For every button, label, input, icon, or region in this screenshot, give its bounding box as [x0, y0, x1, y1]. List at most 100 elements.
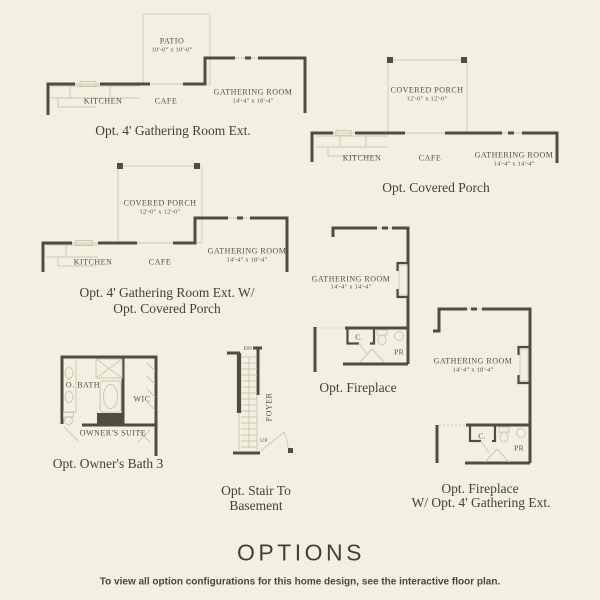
- room-label-cafe: CAFE: [148, 257, 172, 267]
- sink: [394, 331, 404, 341]
- kitchen-counter: [316, 135, 388, 157]
- room-label-cafe: CAFE: [154, 96, 178, 106]
- stair-label-dn: DN: [243, 346, 253, 352]
- closet-door-swing: [480, 440, 490, 454]
- room-label-gathering-room: GATHERING ROOM: [213, 87, 293, 97]
- plan-drawing-gathering-room-ext: [46, 13, 307, 115]
- plan-caption-line-2: W/ Opt. 4' Gathering Ext.: [411, 495, 551, 510]
- window-mullion: [508, 131, 514, 135]
- toilet-tank: [498, 426, 510, 433]
- plan-drawing-gathering-ext-w-covered-porch: [41, 163, 289, 272]
- room-dims-gathering-room: 14'-4" x 18'-4": [452, 366, 494, 374]
- stair-stringer: [238, 357, 258, 450]
- room-label-covered-porch: COVERED PORCH: [390, 85, 464, 95]
- room-label-wic: WIC: [133, 394, 151, 404]
- window-mullion: [471, 307, 477, 311]
- window-mullion: [237, 216, 243, 220]
- shower-glass: [95, 358, 123, 379]
- closet-wall: [468, 426, 481, 443]
- room-label-gathering-room: GATHERING ROOM: [433, 356, 513, 366]
- window-mullion: [382, 226, 388, 230]
- page-title: OPTIONS: [236, 539, 366, 566]
- wall: [250, 216, 289, 272]
- plan-drawing-stair-to-basement: [227, 346, 293, 455]
- fireplace-hearth: [398, 264, 408, 296]
- plan-caption: Opt. Owner's Bath 3: [52, 456, 164, 471]
- room-dims-covered-porch: 12'-0" x 12'-0": [139, 208, 181, 216]
- room-dims-gathering-room: 14'-4" x 18'-4": [226, 256, 268, 264]
- plan-drawing-fireplace-w-gathering-ext: [433, 307, 532, 465]
- door-leaf: [260, 431, 285, 452]
- room-label-kitchen: KITCHEN: [73, 257, 113, 267]
- room-label-closet: C.: [478, 431, 486, 441]
- wic-shelving: [146, 362, 156, 411]
- plan-caption-line-1: Opt. Fireplace: [441, 481, 519, 496]
- fireplace-hearth: [519, 348, 529, 382]
- room-label-owners-bath: O. BATH: [65, 380, 101, 390]
- closet-door-swing: [358, 343, 369, 356]
- shower: [95, 358, 123, 379]
- room-label-owners-suite: OWNER'S SUITE: [79, 428, 147, 438]
- wall: [183, 56, 235, 86]
- wall: [392, 226, 410, 364]
- room-label-kitchen: KITCHEN: [83, 96, 123, 106]
- plan-drawing-covered-porch: [310, 57, 559, 163]
- wall: [310, 131, 333, 162]
- window-mullion: [245, 56, 251, 60]
- tub-basin: [103, 384, 118, 409]
- plan-drawing-fireplace: [313, 226, 410, 372]
- kitchen-counter: [46, 244, 98, 267]
- room-label-kitchen: KITCHEN: [342, 153, 382, 163]
- room-label-closet: C.: [355, 332, 363, 342]
- porch-post: [387, 57, 393, 63]
- toilet-tank: [376, 329, 388, 336]
- tub: [99, 380, 122, 413]
- sink: [516, 428, 526, 438]
- plan-drawing-owners-bath: [60, 355, 158, 456]
- wall: [60, 355, 158, 456]
- porch-post: [117, 163, 123, 169]
- room-label-covered-porch: COVERED PORCH: [123, 198, 197, 208]
- room-label-cafe: CAFE: [418, 153, 442, 163]
- door-swing-arc: [283, 431, 289, 449]
- room-label-gathering-room: GATHERING ROOM: [207, 246, 287, 256]
- room-label-gathering-room: GATHERING ROOM: [311, 274, 391, 284]
- wall: [258, 56, 307, 113]
- stair-wall: [253, 346, 262, 395]
- plan-caption: Opt. Covered Porch: [382, 180, 490, 195]
- porch-post: [461, 57, 467, 63]
- wall: [331, 226, 377, 237]
- toilet: [377, 334, 387, 346]
- wall: [522, 131, 559, 163]
- porch-post: [194, 163, 200, 169]
- wall: [173, 216, 228, 245]
- stair-label-up: UP: [260, 438, 268, 444]
- door-swing: [359, 348, 385, 363]
- plan-caption: Opt. 4' Gathering Room Ext.: [95, 123, 251, 138]
- room-dims-gathering-room: 14'-4" x 14'-4": [330, 283, 372, 291]
- toilet: [64, 416, 73, 425]
- closet-wall: [346, 329, 359, 345]
- sink: [64, 391, 74, 403]
- toilet: [499, 431, 509, 443]
- plan-caption-line-1: Opt. 4' Gathering Room Ext. W/: [79, 285, 255, 300]
- sink: [64, 367, 74, 379]
- room-dims-patio: 10'-0" x 10'-0": [151, 46, 193, 54]
- room-label-foyer: FOYER: [264, 392, 274, 422]
- room-dims-gathering-room: 14'-4" x 14'-4": [493, 160, 535, 168]
- kitchen-counter: [50, 85, 140, 108]
- wall: [46, 82, 75, 115]
- solid-wall-block: [97, 413, 123, 425]
- room-label-powder-room: PR: [514, 443, 524, 453]
- door-swing: [63, 426, 151, 443]
- plan-caption-line-2: Opt. Covered Porch: [113, 301, 221, 316]
- room-label-patio: PATIO: [159, 36, 185, 46]
- plan-caption-line-1: Opt. Stair To: [221, 483, 291, 498]
- fireplace: [396, 261, 408, 299]
- room-label-powder-room: PR: [394, 347, 404, 357]
- wall: [433, 307, 467, 333]
- plan-caption-line-2: Basement: [229, 498, 283, 513]
- door-hinge-post: [288, 448, 293, 453]
